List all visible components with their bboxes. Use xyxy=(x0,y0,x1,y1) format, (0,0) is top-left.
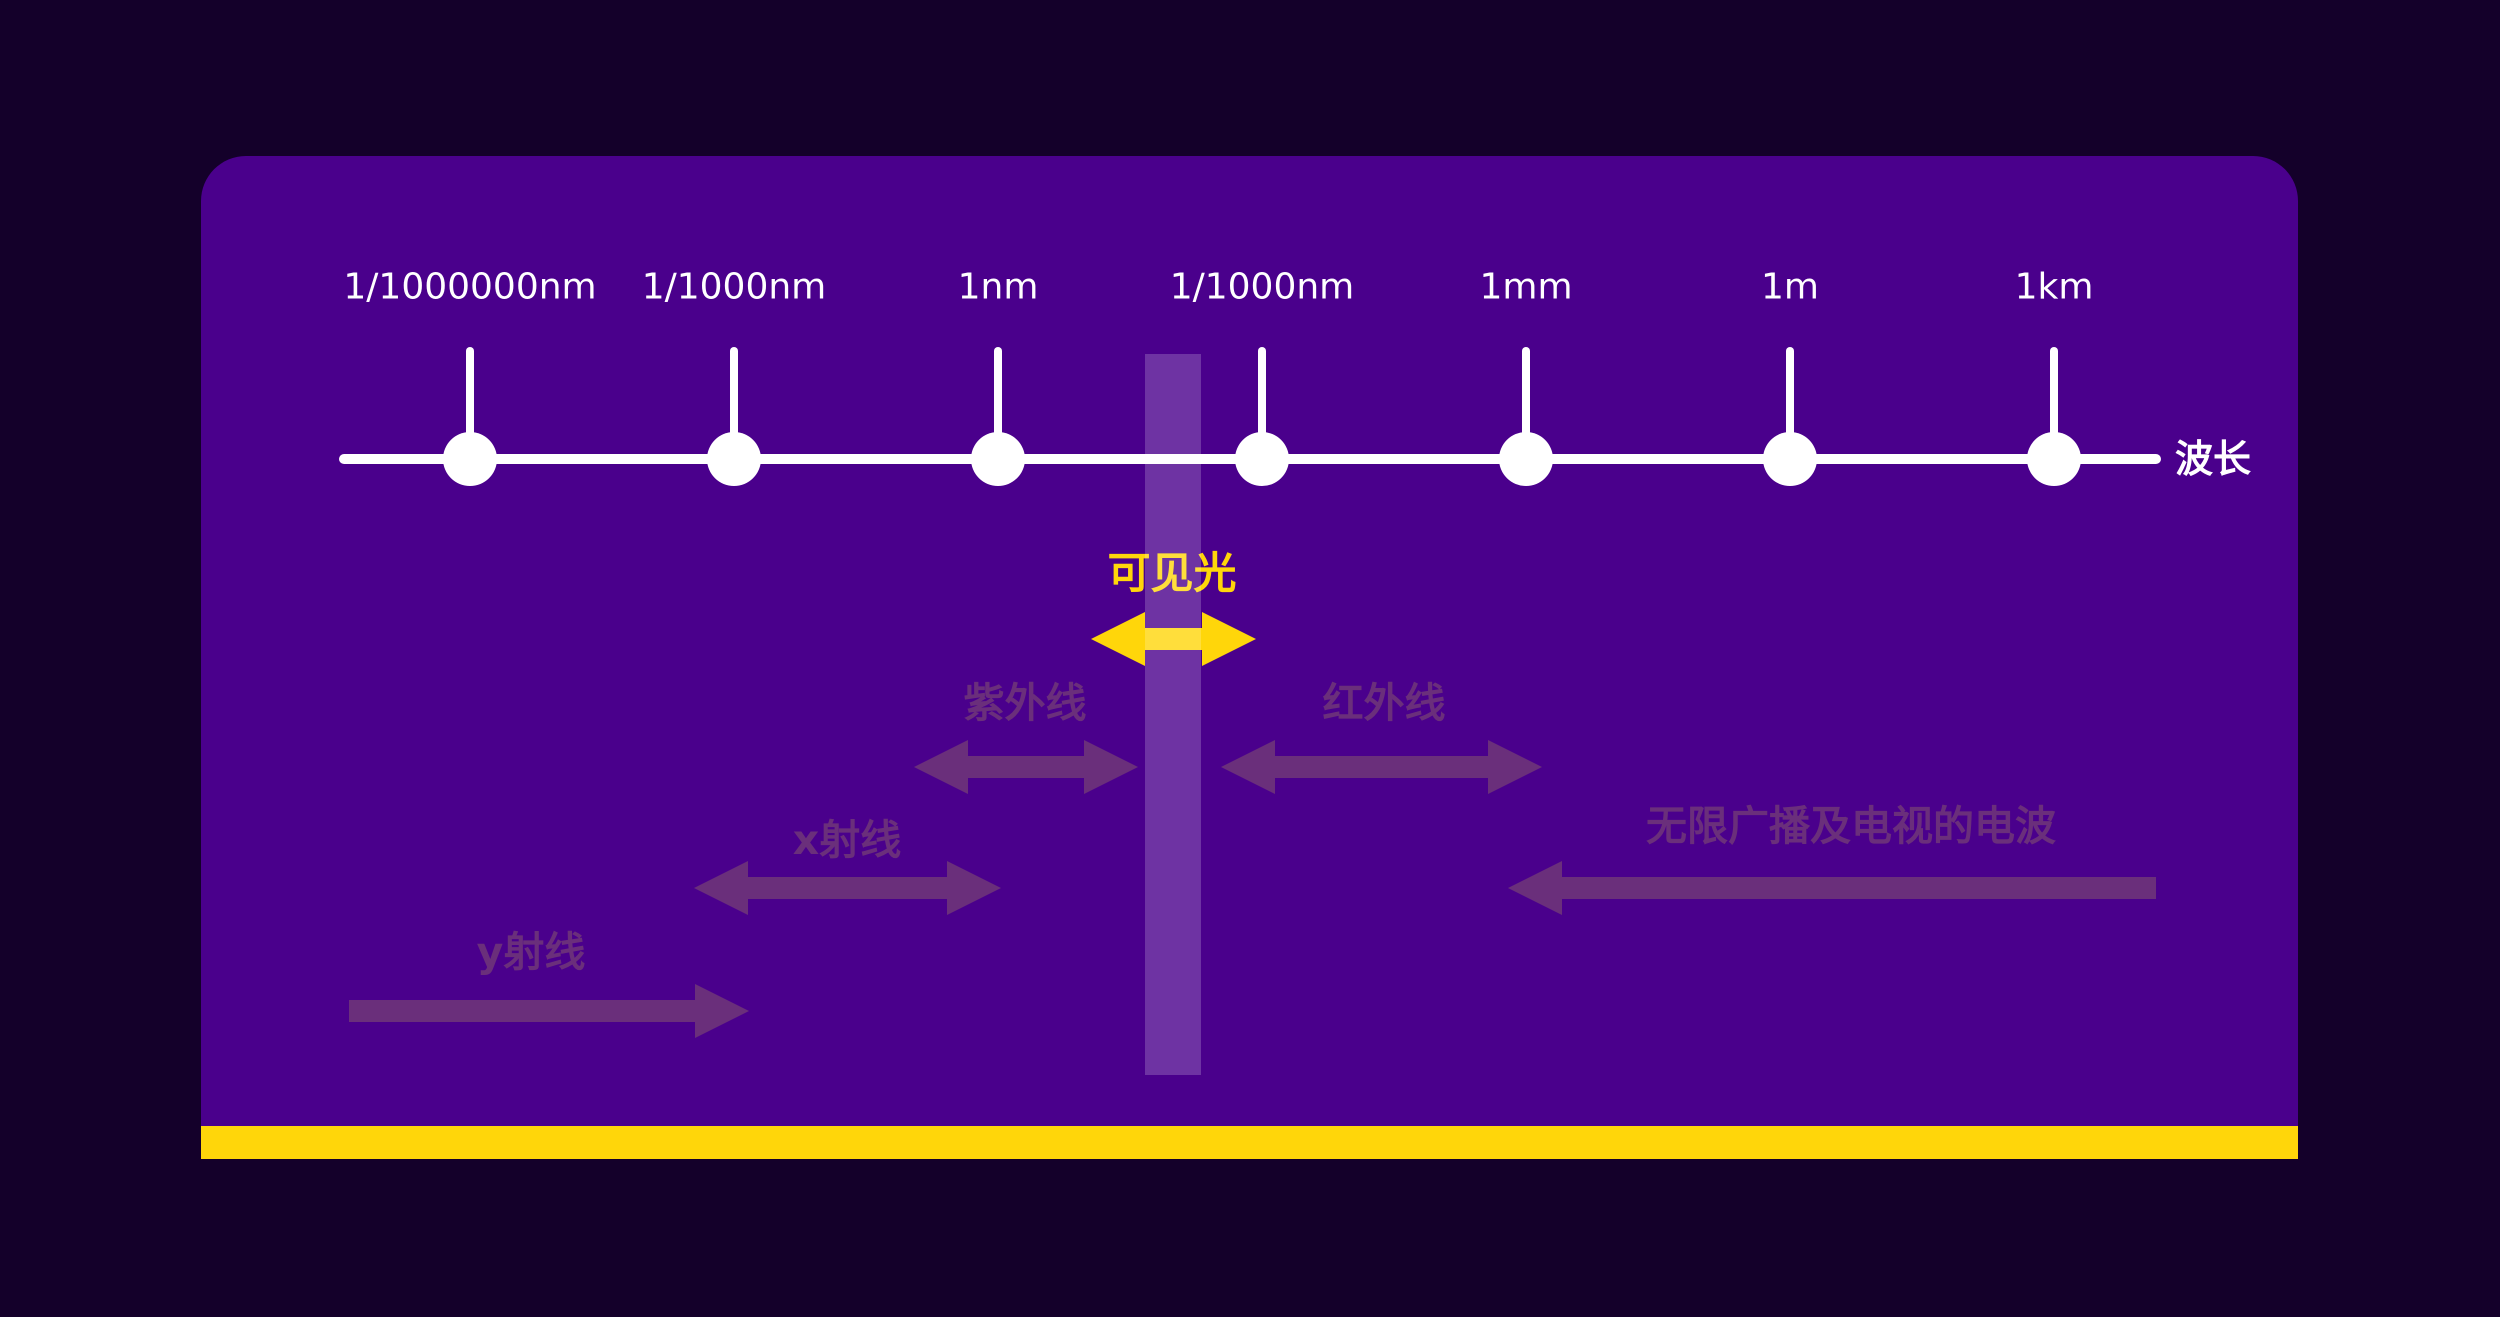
wavelength-axis-label: 波长 xyxy=(2175,437,2251,481)
tick-marker xyxy=(443,432,497,486)
radio-wave-left-arrow xyxy=(1508,861,2156,915)
ultraviolet-label: 紫外线 xyxy=(964,679,1087,727)
infrared-double-arrow xyxy=(1221,740,1542,794)
tick-marker xyxy=(2027,432,2081,486)
axis-tick: 1m xyxy=(1761,267,1819,486)
gamma-ray-label: y射线 xyxy=(477,928,586,976)
visible-light-band xyxy=(1145,354,1201,1075)
visible-light-label: 可见光 xyxy=(1108,549,1237,599)
axis-tick: 1/1000nm xyxy=(642,267,827,486)
tick-label: 1/1000000nm xyxy=(343,267,596,308)
tick-marker xyxy=(1235,432,1289,486)
radio-wave-label: 无限广播及电视的电波 xyxy=(1646,802,2056,850)
x-ray-double-arrow xyxy=(694,861,1001,915)
tick-label: 1m xyxy=(1761,267,1819,308)
tick-marker xyxy=(1499,432,1553,486)
tick-label: 1km xyxy=(2015,267,2094,308)
tick-marker xyxy=(707,432,761,486)
tick-marker xyxy=(971,432,1025,486)
tick-label: 1/1000nm xyxy=(1170,267,1355,308)
tick-label: 1mm xyxy=(1479,267,1572,308)
card-bottom-bar xyxy=(201,1126,2298,1159)
visible-light-double-arrow xyxy=(1091,612,1256,666)
axis-tick: 1nm xyxy=(958,267,1039,486)
axis-tick: 1/1000000nm xyxy=(343,267,597,486)
tick-label: 1/1000nm xyxy=(642,267,827,308)
tick-marker xyxy=(1763,432,1817,486)
tick-label: 1nm xyxy=(958,267,1039,308)
ultraviolet-double-arrow xyxy=(914,740,1138,794)
x-ray-label: x射线 xyxy=(793,816,901,864)
axis-tick: 1km xyxy=(2015,267,2094,486)
gamma-ray-right-arrow xyxy=(349,984,749,1038)
axis-tick: 1/1000nm xyxy=(1170,267,1355,486)
infrared-label: 红外线 xyxy=(1323,679,1446,727)
axis-tick: 1mm xyxy=(1479,267,1573,486)
